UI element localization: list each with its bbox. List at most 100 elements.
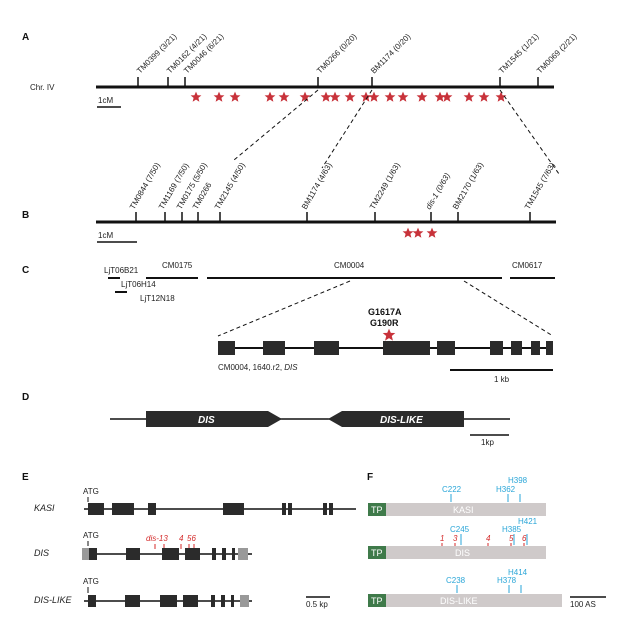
marker-label: TM0844 (7/50) bbox=[128, 161, 162, 211]
mutation-star bbox=[190, 91, 202, 102]
active-site-label: C245 bbox=[450, 525, 470, 534]
transit-peptide-label: TP bbox=[371, 505, 383, 515]
scale-label: 1cM bbox=[98, 231, 113, 240]
clone-label: CM0617 bbox=[512, 261, 543, 270]
gene-name-kasi: KASI bbox=[34, 503, 55, 513]
active-site-label: H421 bbox=[518, 517, 538, 526]
zoom-connectors-c bbox=[217, 280, 554, 337]
marker-label: dis-1 (0/63) bbox=[424, 171, 452, 211]
mutation-star bbox=[213, 91, 225, 102]
active-site-label: C238 bbox=[446, 576, 466, 585]
mutation-star bbox=[382, 328, 396, 341]
panel-label-e: E bbox=[22, 472, 29, 483]
gene-label-dis-like: DIS-LIKE bbox=[380, 415, 423, 426]
atg-label: ATG bbox=[83, 487, 99, 496]
protein-bar-dis-like bbox=[386, 594, 562, 607]
transit-peptide-label: TP bbox=[371, 548, 383, 558]
mutant-allele-label: 4 bbox=[486, 534, 491, 543]
active-site-label: H398 bbox=[508, 476, 528, 485]
mutation-label-aa: G190R bbox=[370, 318, 399, 328]
panel-b-stars bbox=[402, 227, 438, 238]
mutant-allele-label: 1 bbox=[440, 534, 444, 543]
active-site-label: C222 bbox=[442, 485, 462, 494]
gene-exons bbox=[218, 341, 553, 355]
zoom-connectors-ab bbox=[233, 89, 560, 175]
marker-label: BM2170 (1/63) bbox=[451, 160, 485, 211]
panel-label-c: C bbox=[22, 265, 29, 276]
dis-like-exons bbox=[88, 595, 249, 607]
marker-label: TM2249 (1/63) bbox=[368, 161, 402, 211]
marker-label: TM0069 (2/21) bbox=[535, 32, 579, 76]
active-site-label: H378 bbox=[497, 576, 517, 585]
mutant-allele-label: 5 bbox=[509, 534, 514, 543]
active-site-label: H362 bbox=[496, 485, 516, 494]
panel-a-ticks bbox=[137, 77, 539, 87]
panel-label-f: F bbox=[367, 472, 373, 483]
kasi-site-ticks bbox=[450, 494, 521, 502]
mutation-star bbox=[384, 91, 396, 102]
dis-mutant-ticks bbox=[441, 543, 525, 546]
transit-peptide bbox=[368, 503, 386, 516]
clone-label: CM0175 bbox=[162, 261, 193, 270]
protein-label-dis-like: DIS-LIKE bbox=[440, 596, 478, 606]
scale-label: 0.5 kp bbox=[306, 600, 328, 609]
mutation-star bbox=[264, 91, 276, 102]
marker-label: BM1174 (4/63) bbox=[300, 161, 334, 211]
mutation-star bbox=[402, 227, 414, 238]
panel-label-d: D bbox=[22, 392, 29, 403]
clone-label: LjT12N18 bbox=[140, 294, 175, 303]
mutant-allele-label: 56 bbox=[187, 534, 196, 543]
scale-label: 1kp bbox=[481, 438, 494, 447]
panel-b-ticks bbox=[135, 212, 531, 222]
gene-name-dis-like: DIS-LIKE bbox=[34, 595, 73, 605]
mutation-star bbox=[329, 91, 341, 102]
clone-label: LjT06B21 bbox=[104, 266, 139, 275]
atg-label: ATG bbox=[83, 531, 99, 540]
dis-exons bbox=[82, 548, 248, 560]
mutation-label-nt: G1617A bbox=[368, 307, 402, 317]
mutation-star bbox=[463, 91, 475, 102]
gene-arrow-dis bbox=[146, 411, 282, 427]
mutation-star bbox=[397, 91, 409, 102]
gene-name-dis: DIS bbox=[34, 548, 49, 558]
scale-label: 1 kb bbox=[494, 375, 510, 384]
mutation-star bbox=[412, 227, 424, 238]
marker-label: BM1174 (0/20) bbox=[369, 32, 413, 76]
transit-peptide-label: TP bbox=[371, 596, 383, 606]
mutant-allele-label: dis-13 bbox=[146, 534, 168, 543]
protein-label-dis: DIS bbox=[455, 548, 470, 558]
scale-label: 1cM bbox=[98, 96, 113, 105]
mutation-star bbox=[320, 91, 332, 102]
mutation-star bbox=[344, 91, 356, 102]
protein-bar-kasi bbox=[386, 503, 546, 516]
mutation-star bbox=[426, 227, 438, 238]
transit-peptide bbox=[368, 594, 386, 607]
mutation-star bbox=[416, 91, 428, 102]
protein-bar-dis bbox=[386, 546, 546, 559]
mutant-allele-label: 4 bbox=[179, 534, 184, 543]
marker-label: TM2145 (4/50) bbox=[213, 161, 247, 211]
panel-a-marker-labels: TM0399 (3/21) TM0162 (4/21) TM0046 (6/21… bbox=[135, 32, 579, 76]
mutation-star bbox=[278, 91, 290, 102]
panel-b-marker-labels: TM0844 (7/50) TM1169 (7/50) TM0175 (5/50… bbox=[128, 160, 557, 211]
scale-label: 100 AS bbox=[570, 600, 596, 609]
kasi-exons bbox=[88, 503, 333, 515]
clone-label: CM0004 bbox=[334, 261, 365, 270]
mutant-allele-label: 3 bbox=[453, 534, 458, 543]
transit-peptide bbox=[368, 546, 386, 559]
mutant-allele-label: 6 bbox=[522, 534, 527, 543]
panel-label-a: A bbox=[22, 32, 29, 43]
active-site-label: H385 bbox=[502, 525, 522, 534]
active-site-label: H414 bbox=[508, 568, 528, 577]
mutation-star bbox=[478, 91, 490, 102]
atg-label: ATG bbox=[83, 577, 99, 586]
marker-label: TM1545 (7/63) bbox=[523, 161, 557, 211]
gene-model-label: CM0004, 1640.r2, DIS bbox=[218, 363, 298, 372]
panel-a-stars bbox=[190, 91, 507, 102]
gene-label-dis: DIS bbox=[198, 415, 215, 426]
mutation-star bbox=[229, 91, 241, 102]
gene-arrow-dis-like bbox=[328, 411, 464, 427]
dis-site-ticks bbox=[460, 534, 528, 545]
chromosome-label: Chr. IV bbox=[30, 83, 55, 92]
